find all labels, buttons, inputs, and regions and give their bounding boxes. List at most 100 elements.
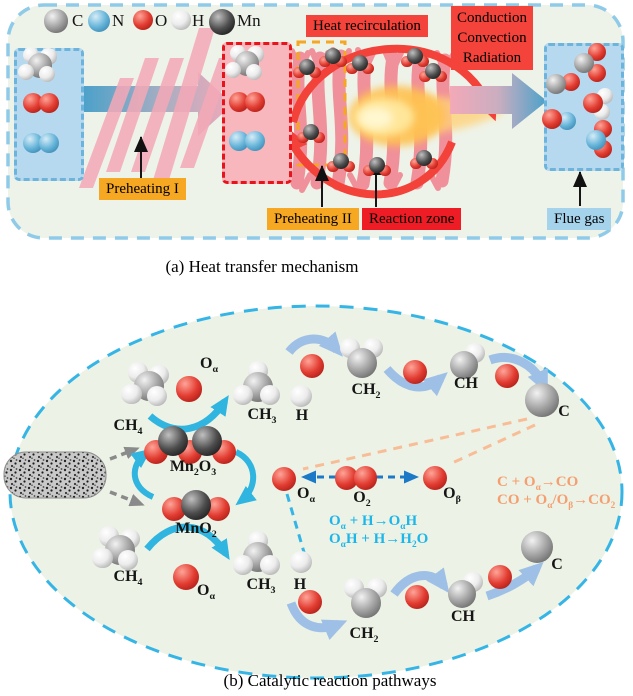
legend-label-mn: Mn <box>237 11 261 30</box>
mn-atom <box>324 47 342 64</box>
o-atom <box>176 376 202 402</box>
h-atom <box>245 63 262 80</box>
mn-atom <box>368 156 386 173</box>
ch4-label-top: CH4 <box>113 417 143 438</box>
heat-transfer-modes-label: Conduction Convection Radiation <box>451 6 533 70</box>
o-atom <box>583 93 603 113</box>
o-atom <box>173 564 199 590</box>
mn-atom <box>415 149 433 166</box>
c-atom <box>546 74 566 94</box>
reaction-zone-label: Reaction zone <box>362 208 462 231</box>
o-alpha-label-bottom: Oα <box>197 582 215 603</box>
heat-recirculation-arrows <box>281 44 498 199</box>
mn-atom <box>158 426 188 456</box>
flue-gas-label: Flue gas <box>547 208 612 231</box>
o-atom <box>488 565 512 589</box>
c-atom <box>351 588 381 618</box>
o-beta-label: Oβ <box>443 485 461 506</box>
n-atom <box>586 130 606 150</box>
legend-label-c: C <box>72 11 84 30</box>
h-atom <box>290 385 312 407</box>
h-atom <box>225 61 242 79</box>
mn-atom <box>181 490 211 520</box>
o-atom <box>588 64 606 82</box>
o-atom <box>542 109 562 129</box>
h-label-top: H <box>295 407 309 424</box>
c-atom <box>525 383 559 417</box>
flow-arrow-outlet <box>450 73 547 129</box>
h-atom <box>92 547 113 569</box>
equation-co-to-co2: CO + Oα/Oβ→CO2 <box>497 492 616 511</box>
o-atom <box>335 466 359 490</box>
c-atom <box>44 9 68 33</box>
c-atom <box>521 531 553 563</box>
o-atom <box>363 164 375 177</box>
o-atom <box>293 66 305 79</box>
h-label-bottom: H <box>293 576 307 593</box>
preheating-1-label: Preheating I <box>99 178 186 201</box>
mn-atom <box>424 62 442 79</box>
c-label-top: C <box>558 403 570 420</box>
heat-recirculation-label: Heat recirculation <box>306 15 428 38</box>
o2-label: O2 <box>353 489 371 510</box>
mn-atom <box>406 47 424 64</box>
o-atom <box>588 43 606 61</box>
o-atom <box>335 55 347 68</box>
h-atom <box>233 555 253 575</box>
n-atom <box>39 132 60 154</box>
ch3-label-bottom: CH3 <box>246 576 276 597</box>
c-atom <box>448 580 476 608</box>
mn-atom <box>351 54 369 71</box>
c-atom <box>574 53 594 73</box>
legend-label-n: N <box>112 11 125 30</box>
o-atom <box>495 364 519 388</box>
mn-atom <box>209 9 235 35</box>
o-atom <box>401 55 413 68</box>
h-atom <box>260 385 280 405</box>
c-atom <box>347 348 377 378</box>
o-atom <box>417 55 429 68</box>
mno2-label: MnO2 <box>175 520 217 541</box>
n-atom <box>88 10 110 32</box>
ch-label-top: CH <box>454 375 478 392</box>
o-atom <box>298 590 322 614</box>
mn-atom <box>332 152 350 169</box>
h-atom <box>18 63 35 81</box>
o-atom <box>22 92 43 114</box>
n-atom <box>558 112 576 130</box>
carbon-oxidation-links <box>302 417 536 471</box>
h-atom <box>260 555 280 575</box>
o-atom <box>379 164 391 177</box>
h-atom <box>290 551 312 573</box>
caption-a: (a) Heat transfer mechanism <box>165 257 359 276</box>
o-atom <box>426 157 438 170</box>
conduction-label: Conduction <box>457 10 527 26</box>
mn-atom <box>302 123 320 140</box>
ch2-label-top: CH2 <box>351 381 381 402</box>
catalyst-block <box>3 451 107 499</box>
o-atom <box>39 92 60 114</box>
o-atom <box>362 62 374 75</box>
o-atom <box>343 160 355 173</box>
c-label-bottom: C <box>551 556 563 573</box>
o-atom <box>346 62 358 75</box>
dehydrogenation-arrows <box>285 331 549 640</box>
o-atom <box>353 466 377 490</box>
h-atom <box>38 65 55 82</box>
o-atom <box>562 73 580 91</box>
convection-label: Convection <box>457 30 527 46</box>
h-atom <box>117 549 139 571</box>
o-atom <box>435 70 447 83</box>
equation-c-to-co: C + Oα→CO <box>497 474 579 493</box>
o-atom <box>405 585 429 609</box>
o-alpha-label-top: Oα <box>200 355 218 376</box>
o-atom <box>300 354 324 378</box>
h-atom <box>146 385 168 407</box>
ch2-label-bottom: CH2 <box>349 625 379 646</box>
ch-label-bottom: CH <box>451 608 475 625</box>
equation-h2o-formation: OαH + H→H2O <box>329 531 429 550</box>
o-atom <box>313 131 325 144</box>
n-atom <box>245 130 266 152</box>
ch4-label-bottom: CH4 <box>113 568 143 589</box>
